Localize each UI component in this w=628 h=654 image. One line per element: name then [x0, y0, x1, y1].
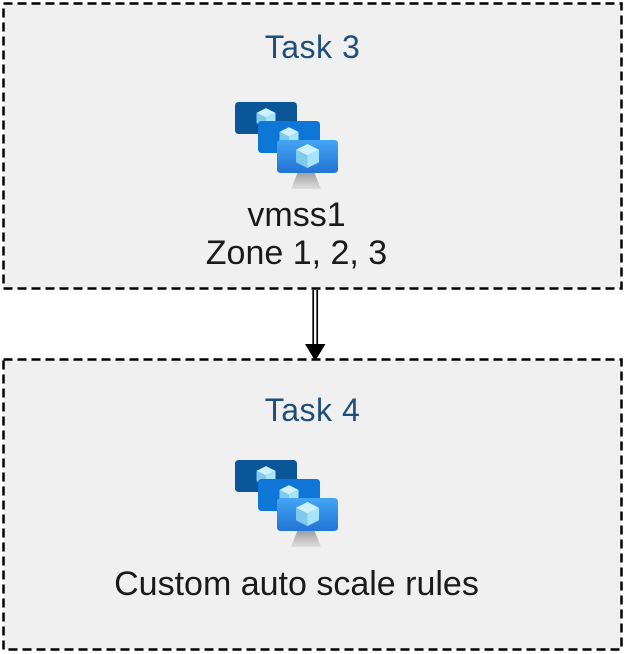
- task4-title: Task 4: [264, 392, 361, 428]
- task3-caption: vmss1 Zone 1, 2, 3: [0, 196, 607, 272]
- task3-box: Task 3 vmss1 Zone 1, 2, 3: [2, 2, 623, 290]
- vm-scale-sets-icon: [233, 457, 338, 548]
- zones-label: Zone 1, 2, 3: [205, 234, 388, 272]
- vm-scale-sets-icon: [233, 99, 338, 190]
- task3-title: Task 3: [264, 29, 361, 65]
- task4-caption: Custom auto scale rules: [0, 565, 607, 603]
- autoscale-rules-label: Custom auto scale rules: [114, 565, 479, 603]
- down-arrow: [305, 290, 326, 361]
- task4-box: Task 4 Custom auto scale rules: [2, 358, 623, 651]
- vmss-name-label: vmss1: [247, 196, 346, 234]
